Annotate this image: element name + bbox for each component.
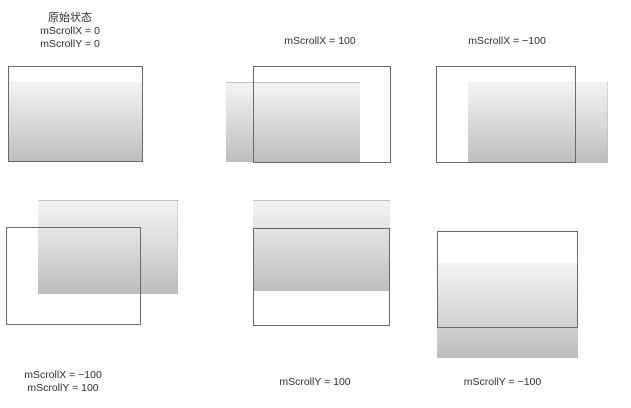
scroll-y-negative-label: mScrollY = −100 [450,376,555,389]
scroll-xy-mixed-view-frame [6,227,141,325]
scroll-x-positive-label: mScrollX = 100 [270,35,370,48]
original-scroll-x-text: mScrollX = 0 [40,25,100,37]
scroll-xy-mixed-label: mScrollX = −100 mScrollY = 100 [18,369,108,395]
scroll-y-positive-view-frame [253,228,390,326]
scroll-xy-mixed-content-area [38,200,178,294]
scroll-x-negative-view-frame [436,66,576,163]
scroll-x-positive-text: mScrollX = 100 [284,35,356,47]
scroll-x-positive-view-frame [253,66,391,163]
original-state-label: 原始状态 mScrollX = 0 mScrollY = 0 [30,12,110,51]
scroll-y-positive-label: mScrollY = 100 [265,376,365,389]
scroll-y-negative-text: mScrollY = −100 [463,376,542,388]
scroll-x-negative-content-area [468,82,608,163]
scroll-y-negative-content-area [437,263,578,358]
scroll-xy-mixed-y-text: mScrollY = 100 [27,382,99,394]
scroll-x-negative-text: mScrollX = −100 [468,35,546,47]
original-view-frame [8,66,143,162]
scroll-x-positive-content-area [226,82,360,162]
original-scroll-y-text: mScrollY = 0 [40,38,100,50]
scroll-y-positive-text: mScrollY = 100 [279,376,351,388]
scroll-y-negative-view-frame [437,231,578,328]
scroll-y-positive-content-area [253,200,390,291]
scroll-x-negative-label: mScrollX = −100 [452,35,562,48]
original-content-area [8,82,143,162]
scroll-xy-mixed-x-text: mScrollX = −100 [24,369,102,381]
original-state-title: 原始状态 [48,12,92,24]
